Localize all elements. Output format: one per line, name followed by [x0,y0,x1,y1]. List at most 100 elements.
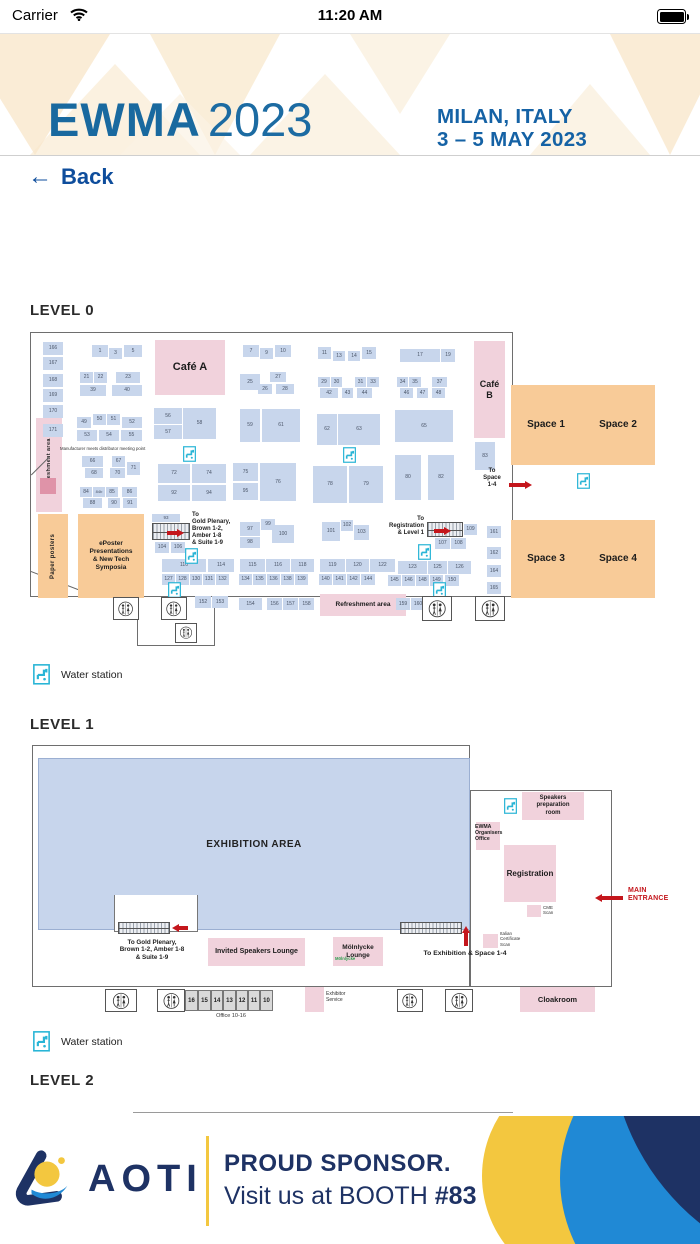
sponsor-line2: Visit us at BOOTH#83 [224,1182,476,1211]
booth-152: 152 [195,596,211,608]
water-station-legend: Water station [33,1031,122,1052]
booth-170: 170 [43,405,63,418]
triangle-decoration [350,34,450,114]
booth-83: 83 [475,442,495,470]
carrier-label: Carrier [12,7,58,24]
main-entrance-arrow [595,893,623,903]
water-station-icon [185,548,198,564]
refreshment-area-bottom: Refreshment area [320,594,406,616]
office-12: 12 [236,990,248,1011]
cafe-a: Café A [155,340,225,395]
booth-169: 169 [43,389,63,402]
booth-51: 51 [107,414,120,425]
sponsor-banner[interactable]: AOTI PROUD SPONSOR. Visit us at BOOTH#83 [0,1116,700,1244]
booth-92: 92 [158,485,190,501]
water-station-icon [343,447,356,463]
booth-153: 153 [212,596,228,608]
status-time: 11:20 AM [317,7,383,24]
booth-134: 134 [239,574,252,585]
label-ewma-office: EWMA Organisers Office [475,824,503,843]
booth-53: 53 [77,430,97,441]
event-location-dates: MILAN, ITALY 3 – 5 MAY 2023 [437,105,588,152]
booth-141: 141 [333,574,346,585]
back-button[interactable]: ←Back [28,163,114,191]
booth-65: 65 [395,410,453,442]
restroom-icon [175,623,197,643]
battery-icon [657,9,689,24]
level-2-heading: LEVEL 2 [30,1072,95,1089]
booth-59: 59 [240,409,260,442]
space-3: Space 3 [511,520,581,598]
booth-71: 71 [127,462,140,475]
arrow-to-gold-plenary [167,529,184,537]
event-dates: 3 – 5 MAY 2023 [437,127,588,151]
booth-150: 150 [445,575,459,586]
restroom-icon [157,989,185,1012]
cafe-b: Café B [474,341,505,438]
booth-157: 157 [283,598,298,610]
water-station-icon [183,446,196,462]
booth-85: 85 [106,487,118,497]
booth-35: 35 [409,377,421,387]
booth-159: 159 [396,598,410,610]
booth-136: 136 [267,574,280,585]
booth-10: 10 [275,345,291,357]
booth-14: 14 [348,351,360,361]
cme-scan-area [527,905,541,917]
booth-103: 103 [354,525,369,540]
booth-86: 86 [122,487,137,497]
booth-146: 146 [402,575,415,586]
booth-88: 88 [83,498,102,508]
booth-102: 102 [341,520,353,531]
booth-19: 19 [441,349,455,362]
speakers-preparation-room: Speakers preparation room [522,792,584,820]
booth-122: 122 [370,559,395,572]
booth-3: 3 [109,348,122,359]
restroom-icon [397,989,423,1012]
booth-114: 114 [208,559,234,572]
eposter-area: ePoster Presentations & New Tech Symposi… [78,514,144,598]
booth-29: 29 [318,377,330,387]
booth-82: 82 [428,455,454,500]
water-station-label: Water station [61,668,123,681]
banner-separator [206,1136,209,1226]
booth-94: 94 [192,485,226,501]
booth-145: 145 [388,575,401,586]
booth-40: 40 [112,385,142,396]
booth-27: 27 [270,372,286,382]
booth-67: 67 [112,456,125,467]
booth-1: 1 [92,345,108,357]
arrow-to-gold-plenary [172,924,188,932]
booth-9: 9 [260,348,273,359]
booth-119: 119 [320,559,345,572]
booth-128: 128 [176,574,189,585]
booth-148: 148 [416,575,429,586]
aoti-logo-text: AOTI [88,1158,203,1200]
booth-108: 108 [451,538,466,549]
cloakroom: Cloakroom [520,987,595,1012]
booth-66: 66 [82,456,103,467]
booth-135: 135 [253,574,266,585]
booth-61: 61 [262,409,300,442]
registration-area: Registration [504,845,556,902]
exhibition-area: EXHIBITION AREA [38,758,470,930]
booth-158: 158 [299,598,314,610]
wifi-icon [70,8,88,22]
booth-11: 11 [318,347,331,359]
booth-118: 118 [291,559,314,572]
molnlycke-lounge: Mölnlycke Lounge [333,937,383,966]
italian-certificate-scan-area [483,934,498,948]
booth-63: 63 [338,414,380,445]
exhibitor-service-area [305,987,324,1012]
office-16: 16 [185,990,198,1011]
booth-33: 33 [367,377,379,387]
booth-166: 166 [43,342,63,355]
main-entrance-label: MAIN ENTRANCE [628,887,669,903]
arrow-to-registration [434,527,451,535]
label-to-registration: To Registration & Level 1 [388,516,424,537]
booth-123: 123 [398,561,427,574]
booth-101: 101 [322,522,340,541]
booth-138: 138 [281,574,294,585]
